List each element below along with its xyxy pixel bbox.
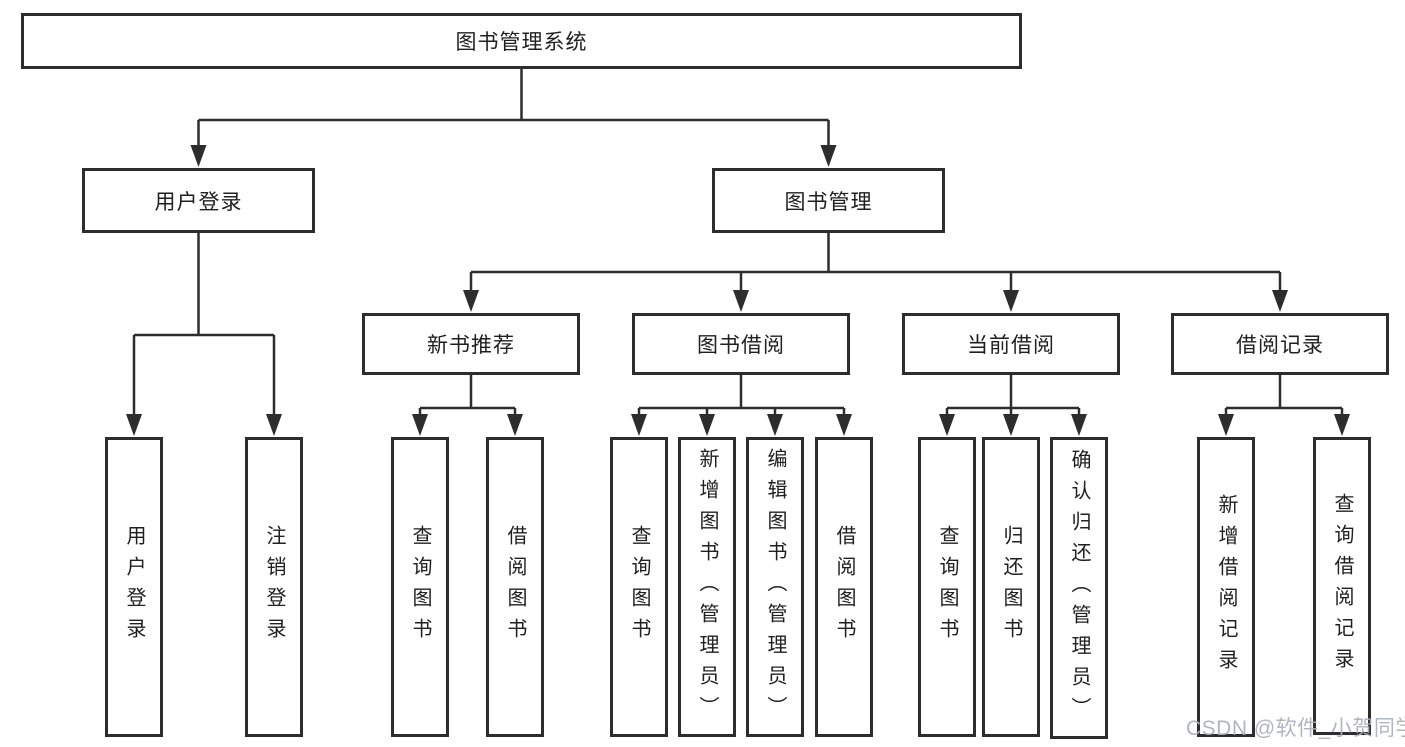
leaf-label: 确认归还（管理员） [1068, 448, 1090, 728]
leaf-bb-query-books: 查询图书 [610, 437, 668, 737]
node-book-management: 图书管理 [712, 168, 945, 233]
node-current-borrow: 当前借阅 [902, 313, 1120, 375]
leaf-user-login: 用户登录 [105, 437, 163, 737]
leaf-bb-borrow-books: 借阅图书 [815, 437, 873, 737]
leaf-bb-edit-books-admin: 编辑图书（管理员） [746, 437, 804, 737]
leaf-label: 查询图书 [936, 525, 958, 649]
leaf-label: 借阅图书 [504, 525, 526, 649]
arrowhead-icons [126, 145, 1350, 436]
leaf-cb-query-books: 查询图书 [918, 437, 976, 737]
node-book-borrow: 图书借阅 [632, 313, 850, 375]
node-borrow-records: 借阅记录 [1171, 313, 1389, 375]
leaf-nb-query-books: 查询图书 [391, 437, 449, 737]
node-label: 图书管理系统 [455, 31, 588, 54]
node-label: 图书管理 [784, 190, 873, 214]
leaf-label: 查询借阅记录 [1331, 493, 1353, 679]
leaf-label: 用户登录 [123, 525, 145, 649]
node-new-book-recommend: 新书推荐 [362, 313, 580, 375]
leaf-br-add-record: 新增借阅记录 [1197, 437, 1255, 737]
leaf-label: 编辑图书（管理员） [764, 447, 786, 727]
leaf-label: 查询图书 [409, 525, 431, 649]
leaf-cb-confirm-return-admin: 确认归还（管理员） [1050, 437, 1108, 739]
node-root-library-system: 图书管理系统 [21, 13, 1022, 69]
node-label: 当前借阅 [967, 334, 1055, 357]
leaf-cb-return-books: 归还图书 [982, 437, 1040, 737]
leaf-bb-add-books-admin: 新增图书（管理员） [678, 437, 736, 737]
node-label: 用户登录 [154, 190, 243, 214]
leaf-label: 新增图书（管理员） [696, 447, 718, 727]
leaf-label: 注销登录 [263, 525, 285, 649]
leaf-label: 借阅图书 [833, 525, 855, 649]
leaf-label: 查询图书 [628, 525, 650, 649]
tree-edges [132, 69, 1344, 429]
csdn-watermark: CSDN @软件_小贺同学 [1186, 717, 1405, 740]
leaf-logout: 注销登录 [245, 437, 303, 737]
leaf-br-query-record: 查询借阅记录 [1313, 437, 1371, 735]
node-label: 新书推荐 [427, 334, 515, 357]
node-label: 图书借阅 [697, 334, 785, 357]
node-label: 借阅记录 [1236, 334, 1324, 357]
leaf-label: 新增借阅记录 [1215, 494, 1237, 680]
leaf-nb-borrow-books: 借阅图书 [486, 437, 544, 737]
leaf-label: 归还图书 [1000, 525, 1022, 649]
node-user-login: 用户登录 [82, 168, 315, 233]
